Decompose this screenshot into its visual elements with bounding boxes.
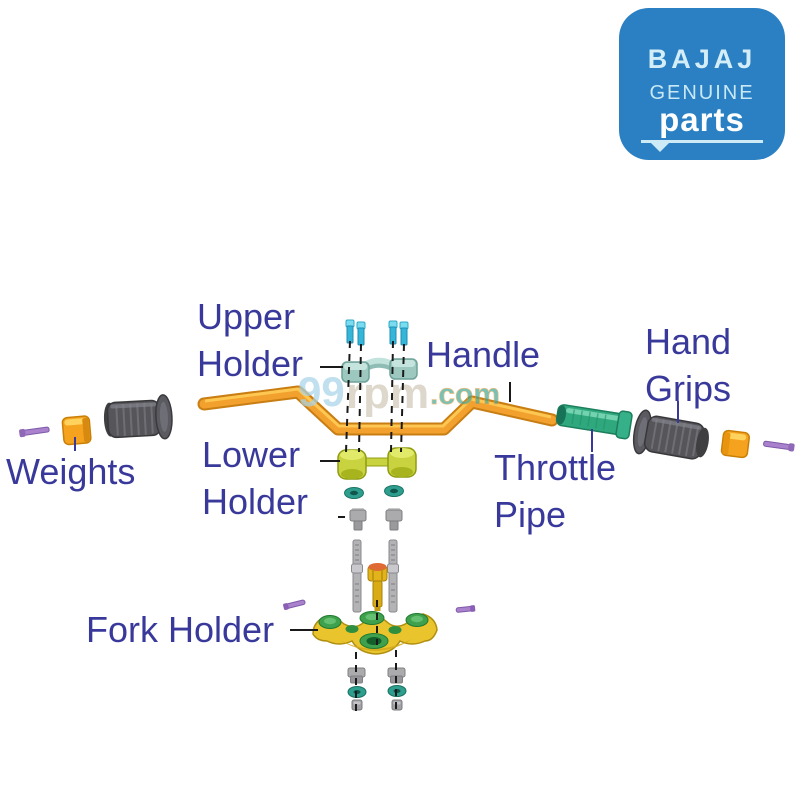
- label-hand-grips-line1: Hand: [645, 321, 732, 362]
- label-throttle-pipe-line2: Pipe: [494, 494, 567, 535]
- label-fork-holder-line1: Fork Holder: [86, 609, 275, 650]
- steering-stem-bolt: [367, 563, 388, 611]
- label-upper-holder-line1: Upper: [197, 296, 296, 337]
- label-weights: Weights: [6, 448, 135, 495]
- clamp-bolt-2: [356, 321, 366, 346]
- throttle-pipe-part: [555, 404, 633, 440]
- lower-holder-part: [337, 447, 417, 480]
- hand-grip-left: [103, 394, 173, 440]
- hex-bolt-right: [385, 508, 403, 531]
- logo-triangle-icon: [651, 143, 669, 152]
- stud-bolt-right: [387, 539, 399, 613]
- label-fork-holder: Fork Holder: [86, 606, 274, 653]
- label-upper-holder: Upper Holder: [197, 293, 303, 387]
- pointer-fork-holder: [290, 629, 318, 631]
- logo-brand-text: BAJAJ: [647, 44, 757, 74]
- upper-clamp-bolts: [345, 319, 409, 346]
- label-handle-line1: Handle: [426, 334, 541, 375]
- logo-genuine-text: GENUINE: [649, 82, 755, 104]
- clamp-bolt-4: [399, 321, 409, 346]
- weight-screw-left: [19, 426, 50, 438]
- logo-underline: [641, 140, 763, 152]
- fork-screw-right: [455, 605, 476, 613]
- label-weights-line1: Weights: [6, 451, 136, 492]
- logo-parts-text: parts: [659, 101, 745, 138]
- pointer-hand-grips: [677, 401, 679, 423]
- clamp-bolt-3: [388, 320, 398, 345]
- pointer-upper-holder: [320, 366, 343, 368]
- label-handle: Handle: [426, 331, 540, 378]
- bajaj-genuine-parts-logo: BAJAJ GENUINE parts: [619, 8, 785, 160]
- pointer-handle: [509, 382, 511, 402]
- o-ring-left: [344, 487, 364, 499]
- handlebar-part: [197, 385, 559, 436]
- label-throttle-pipe-line1: Throttle: [494, 447, 617, 488]
- weight-screw-right: [763, 440, 795, 452]
- label-lower-holder: Lower Holder: [202, 431, 308, 525]
- label-lower-holder-line2: Holder: [202, 481, 309, 522]
- hand-grip-right: [632, 409, 709, 460]
- watermark-com: .com: [430, 378, 500, 411]
- o-ring-right: [384, 485, 404, 497]
- label-lower-holder-line1: Lower: [202, 434, 301, 475]
- label-upper-holder-line2: Holder: [197, 343, 304, 384]
- watermark: 99 rpm .com: [298, 368, 500, 418]
- pointer-throttle-pipe: [591, 429, 593, 452]
- fork-screw-left: [283, 599, 306, 611]
- hex-bolt-left: [349, 508, 367, 531]
- label-hand-grips-line2: Grips: [645, 368, 732, 409]
- watermark-99: 99: [298, 368, 345, 415]
- pointer-weights: [74, 437, 76, 451]
- stud-bolt-left: [351, 539, 363, 613]
- alignment-dash-lines: [345, 340, 405, 712]
- fork-holder-part: [312, 611, 438, 655]
- bar-end-weight-right: [720, 429, 750, 459]
- clamp-bolt-1: [345, 319, 355, 344]
- bar-end-weight-left: [61, 415, 92, 446]
- label-hand-grips: Hand Grips: [645, 318, 731, 412]
- pointer-lower-holder: [320, 460, 340, 462]
- label-throttle-pipe: Throttle Pipe: [494, 444, 616, 538]
